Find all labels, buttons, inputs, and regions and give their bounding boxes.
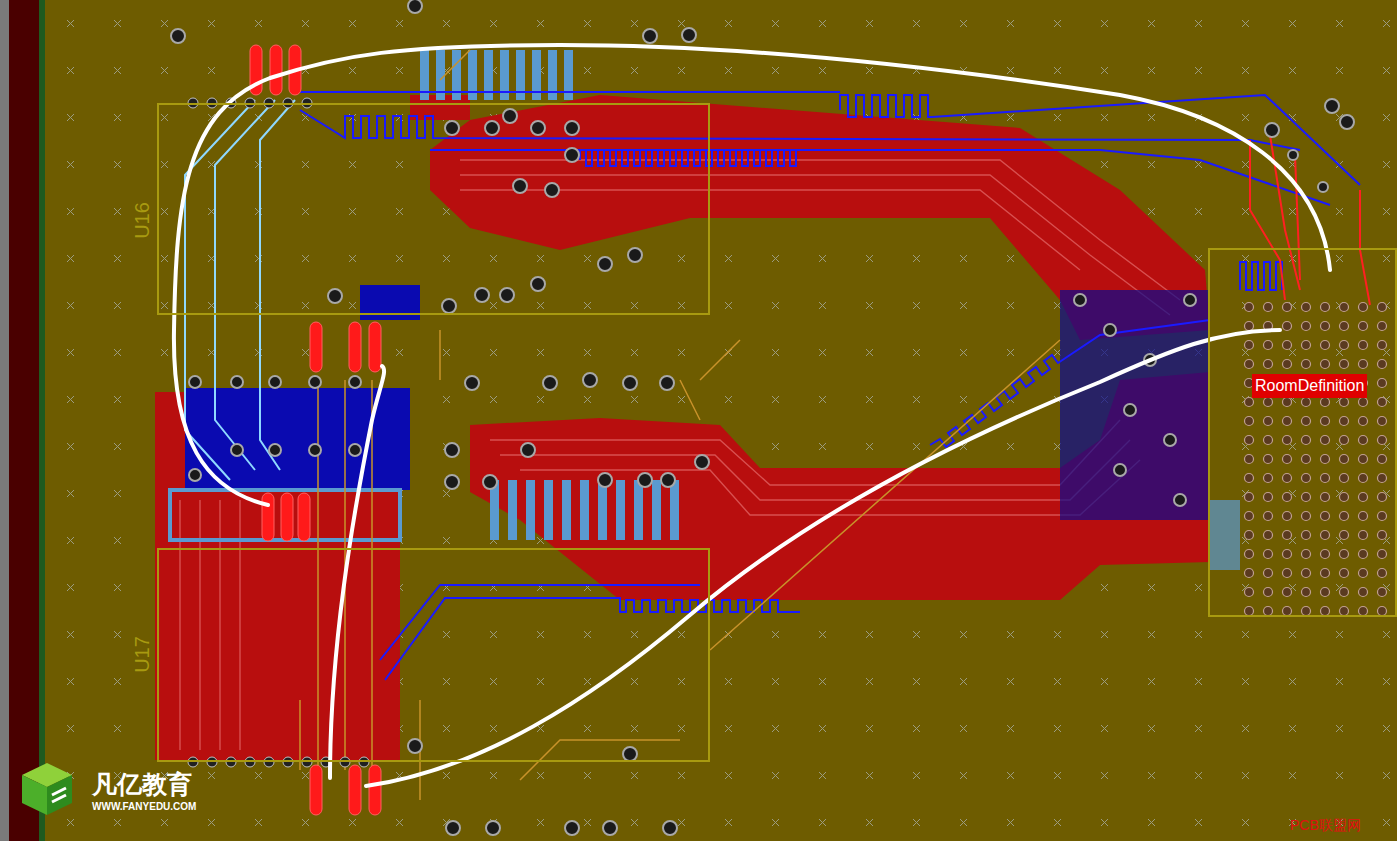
ref-designator: U17 xyxy=(131,636,154,673)
copper-fill xyxy=(155,95,1210,760)
ref-designator: U16 xyxy=(131,202,154,239)
pad xyxy=(250,45,381,815)
markup-stroke xyxy=(174,45,1330,786)
watermark: PCB联盟网 xyxy=(1290,817,1361,835)
room-outline: RoomDefinition xyxy=(1208,248,1397,617)
logo-text: 凡亿教育 xyxy=(92,768,192,801)
bga-pads xyxy=(1210,298,1397,617)
logo-url: WWW.FANYEDU.COM xyxy=(92,801,196,812)
component-outline: U16 xyxy=(157,103,710,315)
cyan-trace xyxy=(185,100,295,480)
blue-trace xyxy=(300,92,1360,680)
component-outline: U17 xyxy=(157,548,710,762)
via xyxy=(171,0,1354,835)
copper-bus xyxy=(180,160,1180,750)
logo-icon xyxy=(22,763,72,815)
room-tag: RoomDefinition xyxy=(1252,374,1367,398)
red-trace xyxy=(1250,135,1370,305)
orange-trace xyxy=(300,50,1060,800)
smd-pad-row xyxy=(188,98,369,767)
inner-plane xyxy=(185,285,1210,520)
